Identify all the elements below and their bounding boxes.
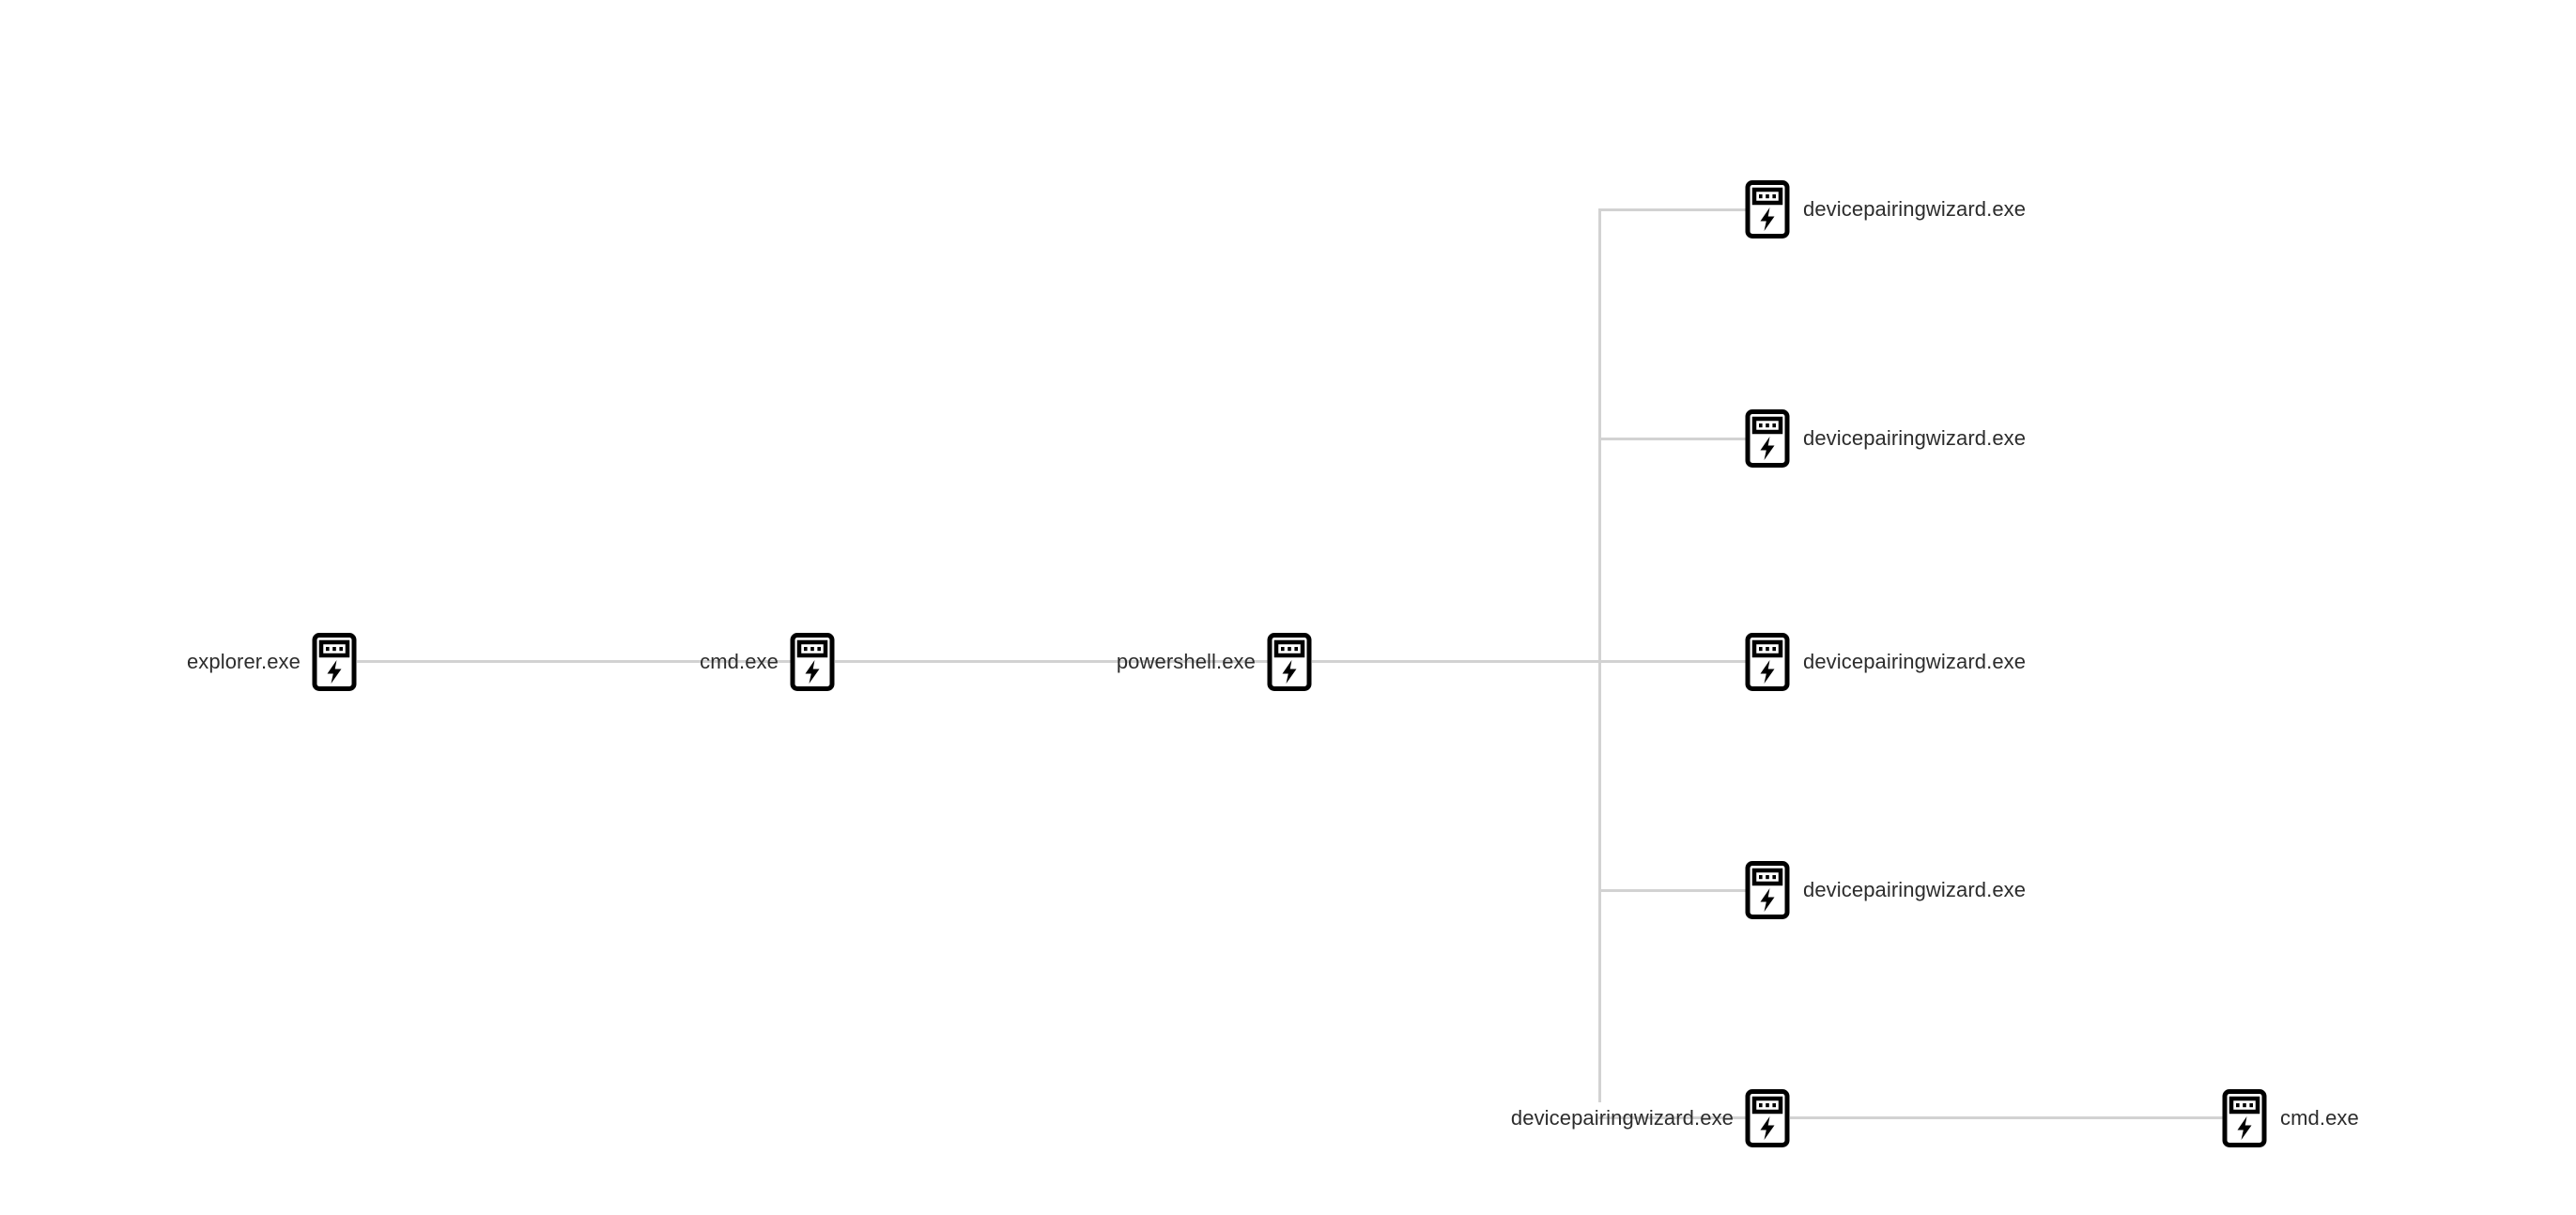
edge-vertical-trunk [1598, 208, 1601, 1102]
edge-branch-row-5 [1598, 1116, 1747, 1119]
process-lightning-icon[interactable] [312, 633, 357, 691]
process-lightning-icon[interactable] [1745, 861, 1790, 919]
process-label-devicepairingwizard-5: devicepairingwizard.exe [1510, 1106, 1734, 1130]
edge-powershell-to-branch [1312, 660, 1747, 663]
process-node-devicepairingwizard-2[interactable]: devicepairingwizard.exe [1745, 408, 2026, 469]
process-lightning-icon[interactable] [1267, 633, 1312, 691]
process-label-devicepairingwizard-4: devicepairingwizard.exe [1803, 878, 2027, 901]
process-lightning-icon[interactable] [1745, 633, 1790, 691]
edge-devicepairingwizard-to-cmd [1790, 1116, 2224, 1119]
process-node-devicepairingwizard-3[interactable]: devicepairingwizard.exe [1745, 632, 2026, 692]
process-label-explorer: explorer.exe [186, 650, 301, 673]
process-label-devicepairingwizard-3: devicepairingwizard.exe [1803, 650, 2027, 673]
process-node-devicepairingwizard-4[interactable]: devicepairingwizard.exe [1745, 860, 2026, 920]
process-lightning-icon[interactable] [1745, 180, 1790, 238]
process-lightning-icon[interactable] [790, 633, 835, 691]
process-label-devicepairingwizard-2: devicepairingwizard.exe [1803, 426, 2027, 450]
process-label-devicepairingwizard-1: devicepairingwizard.exe [1803, 197, 2027, 221]
process-node-explorer[interactable]: explorer.exe [0, 632, 357, 692]
process-node-devicepairingwizard-5[interactable]: devicepairingwizard.exe [1388, 1088, 1790, 1148]
edge-explorer-to-cmd [357, 660, 792, 663]
process-lightning-icon[interactable] [1745, 409, 1790, 468]
edge-cmd-to-powershell [835, 660, 1269, 663]
process-node-cmd-1[interactable]: cmd.exe [478, 632, 835, 692]
process-label-cmd-2: cmd.exe [2280, 1106, 2359, 1130]
process-node-devicepairingwizard-1[interactable]: devicepairingwizard.exe [1745, 179, 2026, 239]
process-lightning-icon[interactable] [2222, 1089, 2267, 1147]
process-label-cmd-1: cmd.exe [700, 650, 779, 673]
edge-branch-row-4 [1598, 889, 1747, 892]
process-label-powershell: powershell.exe [1116, 650, 1256, 673]
process-node-powershell[interactable]: powershell.exe [955, 632, 1312, 692]
process-lightning-icon[interactable] [1745, 1089, 1790, 1147]
edge-branch-row-1 [1598, 208, 1747, 211]
process-node-cmd-2[interactable]: cmd.exe [2222, 1088, 2359, 1148]
edge-branch-row-2 [1598, 438, 1747, 440]
